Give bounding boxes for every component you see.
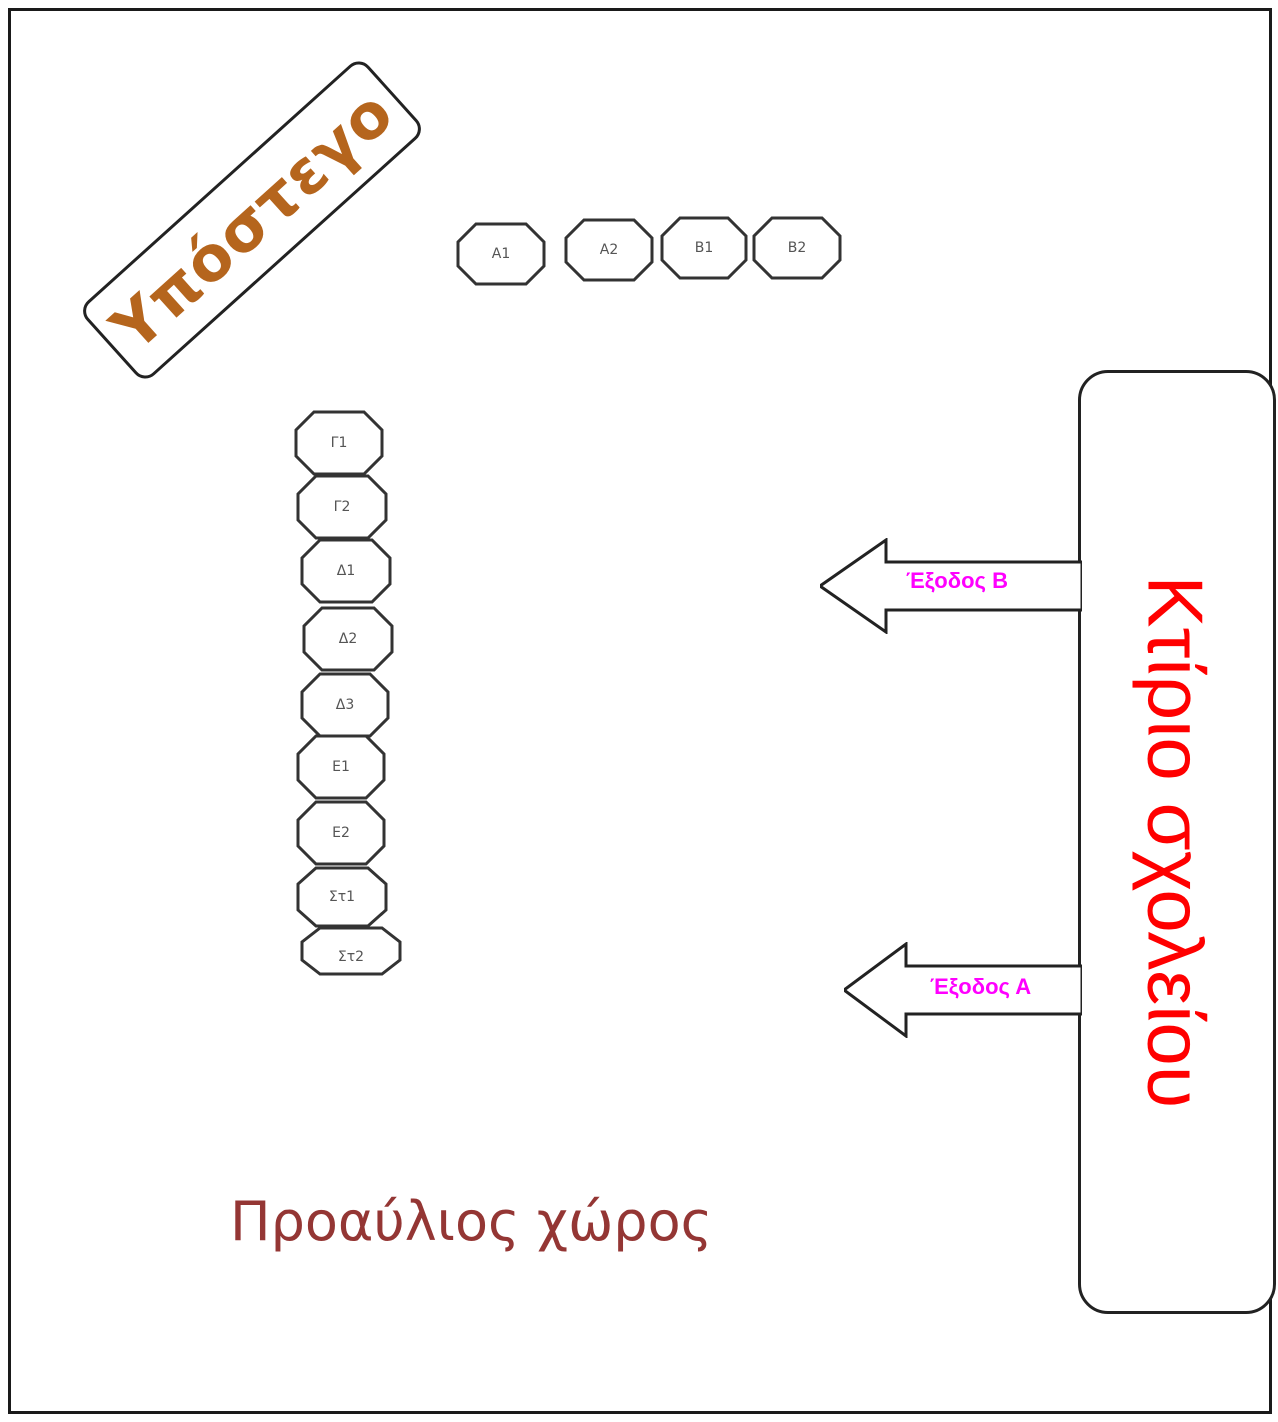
octagon-shape — [300, 672, 390, 738]
school-building-box — [1078, 370, 1276, 1314]
class-label-e2: Ε2 — [332, 825, 350, 841]
class-marker-d3: Δ3 — [300, 672, 390, 738]
exit-a-arrow-shape — [844, 942, 1082, 1038]
class-label-st1: Στ1 — [328, 889, 356, 905]
exit-a-arrow: Έξοδος Α — [844, 942, 1082, 1038]
exit-b-arrow: Έξοδος Β — [820, 538, 1082, 634]
class-marker-st1: Στ1 — [296, 866, 388, 928]
class-marker-e2: Ε2 — [296, 800, 386, 866]
class-label-d1: Δ1 — [336, 563, 356, 579]
class-label-g1: Γ1 — [330, 435, 348, 451]
class-marker-b2: Β2 — [752, 216, 842, 280]
class-label-b2: Β2 — [787, 240, 807, 256]
exit-b-label: Έξοδος Β — [906, 568, 1008, 593]
octagon-shape — [300, 538, 392, 604]
class-label-d2: Δ2 — [338, 631, 358, 647]
class-marker-e1: Ε1 — [296, 734, 386, 800]
class-label-d3: Δ3 — [335, 697, 355, 713]
class-marker-g2: Γ2 — [296, 474, 388, 540]
octagon-shape — [296, 734, 386, 800]
octagon-shape — [294, 410, 384, 476]
class-marker-a2: Α2 — [564, 218, 654, 282]
octagon-shape — [296, 866, 388, 928]
exit-a-label: Έξοδος Α — [930, 974, 1032, 999]
class-marker-st2: Στ2 — [300, 926, 402, 976]
school-building-label: Κτίριο σχολείου — [1131, 575, 1220, 1109]
class-marker-a1: Α1 — [456, 222, 546, 286]
octagon-shape — [456, 222, 546, 286]
class-marker-d1: Δ1 — [300, 538, 392, 604]
class-label-st2: Στ2 — [337, 949, 365, 965]
courtyard-label: Προαύλιος χώρος — [230, 1190, 713, 1253]
class-label-a2: Α2 — [599, 242, 619, 258]
octagon-shape — [296, 474, 388, 540]
class-marker-b1: Β1 — [660, 216, 748, 280]
octagon-shape — [752, 216, 842, 280]
octagon-shape — [660, 216, 748, 280]
octagon-shape — [296, 800, 386, 866]
octagon-shape — [302, 606, 394, 672]
exit-b-arrow-shape — [820, 538, 1082, 634]
octagon-shape — [564, 218, 654, 282]
octagon-shape — [300, 926, 402, 976]
class-label-g2: Γ2 — [333, 499, 351, 515]
class-marker-d2: Δ2 — [302, 606, 394, 672]
class-label-a1: Α1 — [491, 246, 511, 262]
class-label-b1: Β1 — [694, 240, 714, 256]
class-marker-g1: Γ1 — [294, 410, 384, 476]
class-label-e1: Ε1 — [332, 759, 350, 775]
